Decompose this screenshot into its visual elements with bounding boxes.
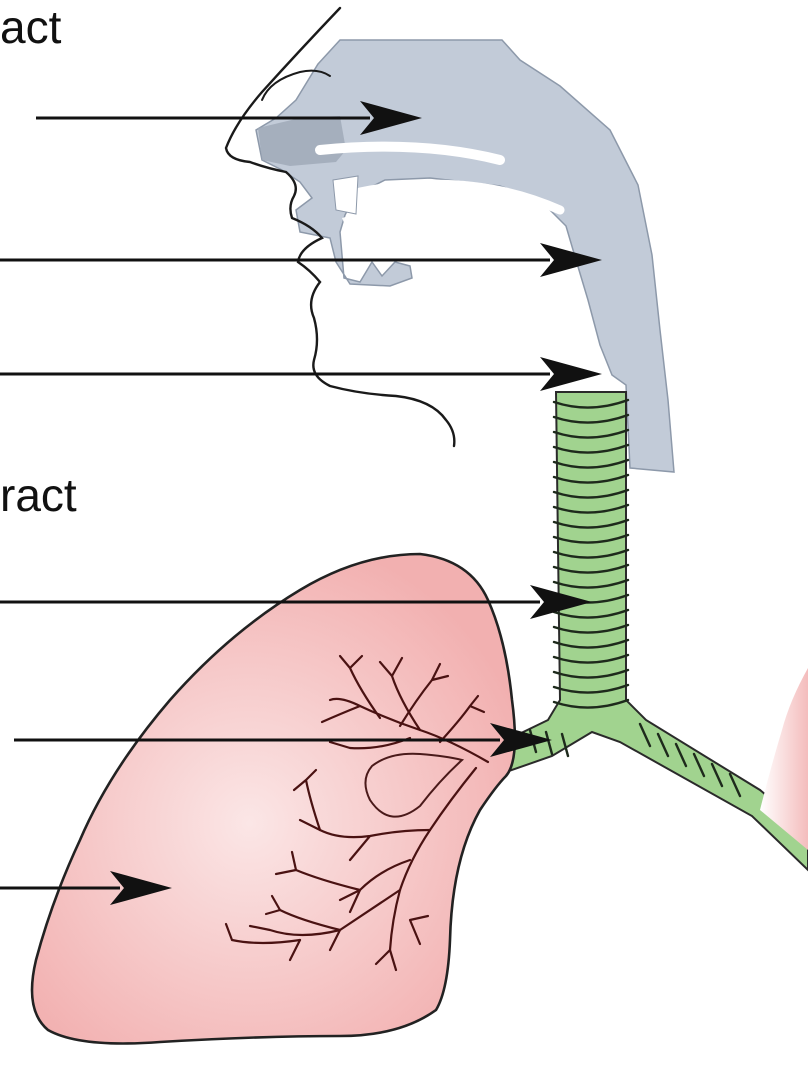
tooth-upper (333, 176, 358, 214)
arrow-right-icon (0, 357, 602, 391)
lower-tract-label: ract (0, 472, 77, 518)
left-lung (32, 554, 515, 1044)
upper-tract-label: act (0, 4, 61, 50)
arrow-right-icon (0, 243, 602, 277)
oral-cavity (342, 203, 572, 262)
left-lung-shape (32, 554, 515, 1044)
